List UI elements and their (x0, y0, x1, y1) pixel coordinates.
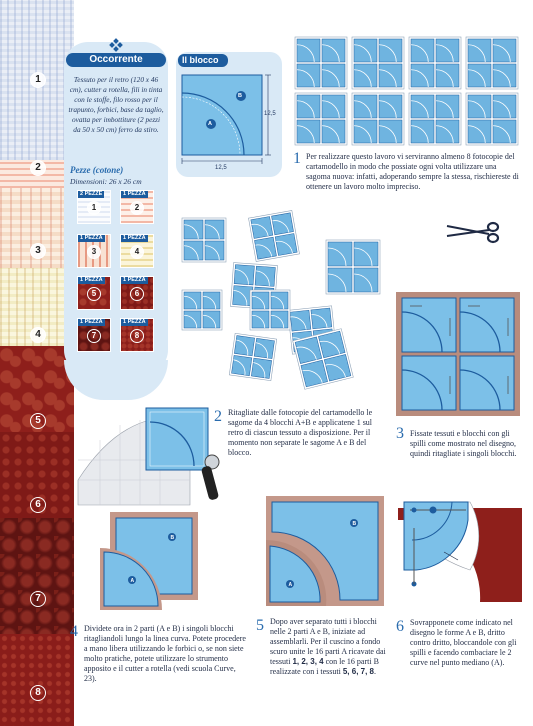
split-a-label: A (131, 578, 135, 584)
step-5-fabrics-b: 5, 6, 7, 8 (342, 667, 374, 676)
sample-number: 5 (87, 287, 101, 301)
sample-label: 1 PEZZA (121, 191, 148, 198)
step-5-text-c: . (374, 667, 376, 676)
photocopy-sheet-2 (351, 36, 405, 90)
swatch-number-7: 7 (30, 591, 46, 607)
assembled-a-label: A (289, 582, 293, 588)
photocopy-sheet-7 (408, 92, 462, 146)
swatch-number-3: 3 (30, 243, 46, 259)
photocopy-sheet-5 (294, 92, 348, 146)
blocco-title: Il blocco (178, 54, 228, 67)
block-height-label: 12,5 (264, 111, 276, 117)
swatch-number-4: 4 (30, 327, 46, 343)
pinning-figure (398, 494, 522, 602)
rotary-cutter-figure (77, 407, 220, 506)
swatch-number-2: 2 (30, 160, 46, 176)
assembled-halves-figure (266, 496, 384, 606)
fabric-sample-5: 1 PEZZA 5 (77, 276, 111, 310)
fabric-sample-1: 2 PEZZE 1 (77, 190, 111, 224)
step-3-number: 3 (396, 425, 404, 442)
block-label-a: A (208, 121, 212, 127)
fabric-sample-3: 1 PEZZA 3 (77, 234, 111, 268)
step-5-number: 5 (256, 617, 264, 634)
step-5-text-a: Dopo aver separato tutti i blocchi nelle… (270, 617, 386, 666)
pinned-blocks-figure (396, 292, 520, 416)
cut-sheet-8 (292, 328, 354, 390)
block-width-label: 12,5 (215, 165, 227, 171)
sample-number: 1 (87, 201, 101, 215)
step-1-number: 1 (293, 150, 301, 167)
step-1-text: Per realizzare questo lavoro vi serviran… (306, 152, 519, 191)
occorrente-title: Occorrente (66, 53, 166, 67)
pezze-dimensions: Dimensioni: 26 x 26 cm (70, 177, 142, 186)
photocopy-sheet-4 (465, 36, 519, 90)
cut-sheet-7 (228, 332, 278, 382)
swatch-number-8: 8 (30, 685, 46, 701)
photocopy-sheet-8 (465, 92, 519, 146)
step-5-text: Dopo aver separato tutti i blocchi nelle… (270, 617, 392, 677)
assembled-b-label: B (353, 521, 357, 527)
swatch-number-1: 1 (30, 72, 46, 88)
fabric-swatch-7 (0, 518, 74, 634)
sample-number: 4 (130, 245, 144, 259)
photocopy-sheet-6 (351, 92, 405, 146)
step-5-text-b: con le 16 parti B realizzate con i tessu… (270, 657, 379, 676)
swatch-number-6: 6 (30, 497, 46, 513)
step-6-text: Sovrapponete come indicato nel disegno l… (410, 618, 517, 667)
swatch-number-5: 5 (30, 413, 46, 429)
sample-label: 1 PEZZA (121, 277, 148, 284)
split-b-label: B (171, 535, 175, 541)
sample-label: 2 PEZZE (78, 191, 105, 198)
fabric-sample-6: 1 PEZZA 6 (120, 276, 154, 310)
cut-sheet-4 (181, 289, 223, 331)
fabric-sample-8: 1 PEZZA 8 (120, 318, 154, 352)
sample-label: 1 PEZZA (78, 277, 105, 284)
sample-label: 1 PEZZA (78, 319, 105, 326)
occorrente-text: Tessuto per il retro (120 x 46 cm), cutt… (68, 75, 164, 134)
sample-label: 1 PEZZA (121, 235, 148, 242)
pezze-title: Pezze (cotone) (70, 165, 124, 175)
fabric-strip: 1 2 3 4 5 6 7 8 (0, 0, 74, 726)
block-label-b: B (238, 93, 242, 99)
sample-label: 1 PEZZA (121, 319, 148, 326)
cut-sheet-1 (181, 217, 227, 263)
fabric-sample-4: 1 PEZZA 4 (120, 234, 154, 268)
step-4-text: Dividete ora in 2 parti (A e B) i singol… (84, 624, 246, 683)
sample-number: 3 (87, 245, 101, 259)
cut-sheet-5 (325, 239, 381, 295)
step-3-text: Fissate tessuti e blocchi con gli spilli… (410, 429, 517, 458)
fabric-swatch-8 (0, 634, 74, 726)
sample-label: 1 PEZZA (78, 235, 105, 242)
cut-sheet-9 (249, 289, 291, 331)
split-block-figure (100, 512, 198, 610)
step-4-number: 4 (70, 623, 78, 640)
fabric-sample-7: 1 PEZZA 7 (77, 318, 111, 352)
scissors-icon (446, 221, 500, 244)
block-curve (181, 92, 245, 156)
step-5-fabrics-a: 1, 2, 3, 4 (292, 657, 324, 666)
step-2-text: Ritagliate dalle fotocopie del cartamode… (228, 408, 373, 457)
step-6-number: 6 (396, 618, 404, 635)
cut-sheet-2 (248, 210, 300, 262)
label-a-dot (206, 119, 216, 129)
sample-number: 6 (130, 287, 144, 301)
label-b-dot (236, 91, 246, 101)
sample-number: 7 (87, 329, 101, 343)
step-2-number: 2 (214, 408, 222, 425)
fabric-sample-2: 1 PEZZA 2 (120, 190, 154, 224)
photocopy-sheet-1 (294, 36, 348, 90)
sample-number: 2 (130, 201, 144, 215)
photocopy-sheet-3 (408, 36, 462, 90)
block-square (181, 74, 263, 156)
sample-number: 8 (130, 329, 144, 343)
